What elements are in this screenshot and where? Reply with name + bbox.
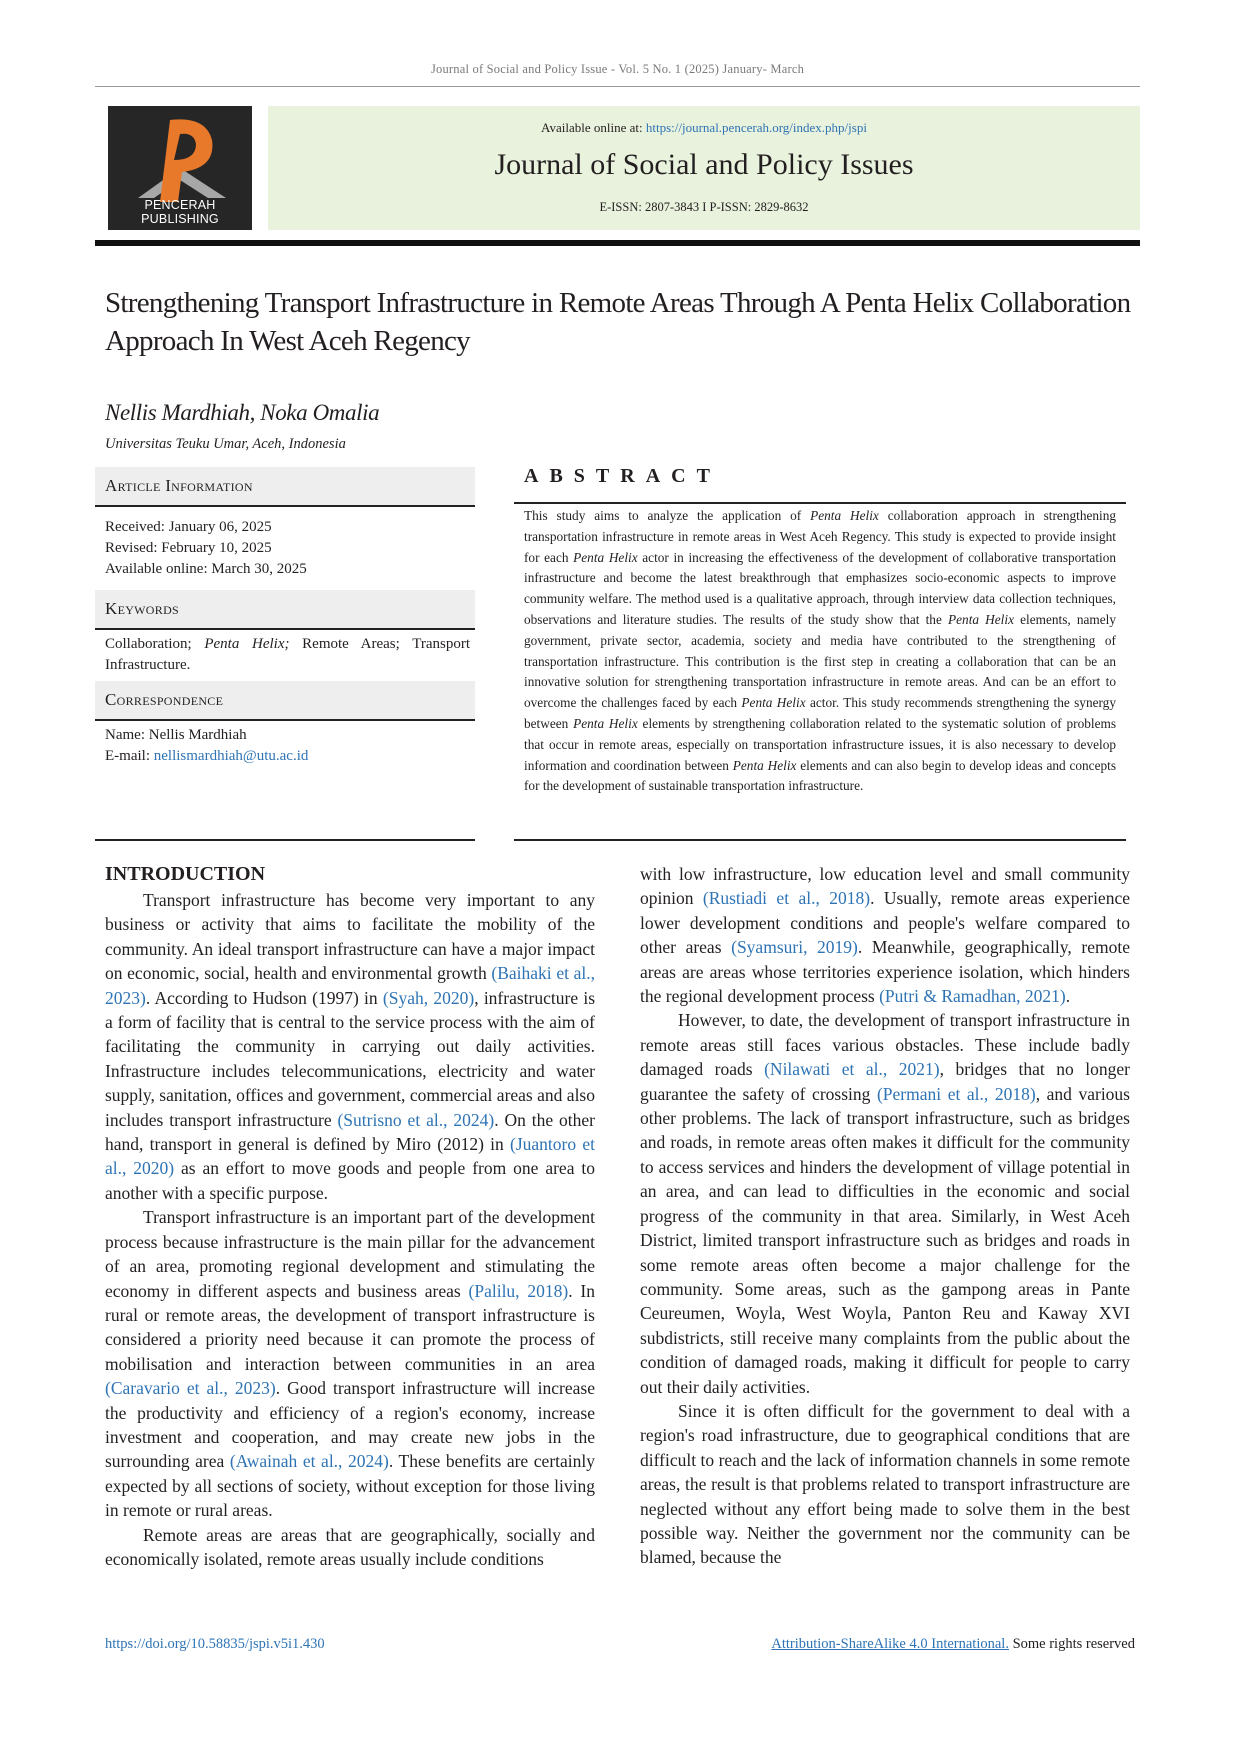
header-divider — [95, 86, 1140, 87]
email-label: E-mail: — [105, 748, 154, 764]
journal-url-link[interactable]: https://journal.pencerah.org/index.php/j… — [645, 120, 867, 135]
masthead-divider — [95, 240, 1140, 246]
intro-paragraph-5: Since it is often difficult for the gove… — [640, 1400, 1130, 1568]
abstract-heading: ABSTRACT — [524, 465, 721, 487]
correspondence-name: Name: Nellis Mardhiah — [105, 727, 247, 743]
correspondence-details: Name: Nellis Mardhiah E-mail: nellismard… — [105, 725, 470, 767]
available-label: Available online at: — [541, 120, 646, 135]
text-run: . In rural or remote areas, the developm… — [105, 1280, 595, 1374]
text-run: . Meanwhile, geographically, remote area… — [640, 937, 1130, 1007]
abstract-segment: elements, namely government, private sec… — [524, 611, 1117, 711]
abstract-top-rule — [514, 502, 1126, 504]
abstract-text: This study aims to analyze the applicati… — [524, 506, 1116, 797]
citation-link[interactable]: (Caravario et al., 2023) — [105, 1378, 276, 1399]
abstract-term: Penta Helix — [573, 549, 638, 565]
keyword-1: Collaboration; — [105, 636, 205, 652]
body-column-right: with low infrastructure, low education l… — [640, 862, 1130, 1570]
abstract-segment: actor. This study recommends strengtheni… — [524, 695, 1116, 731]
pencerah-logo-icon — [138, 119, 226, 202]
citation-link[interactable]: (Putri & Ramadhan, 2021) — [879, 986, 1066, 1007]
paper-title: Strengthening Transport Infrastructure i… — [105, 287, 1131, 357]
intro-paragraph-4: However, to date, the development of tra… — [640, 1008, 1130, 1399]
citation-link[interactable]: (Permani et al., 2018) — [876, 1083, 1036, 1104]
citation-link[interactable]: (Juantoro et al., 2020) — [105, 1134, 595, 1179]
text-run: with low infrastructure, low education l… — [640, 864, 1130, 909]
rights-text: Some rights reserved — [1008, 1636, 1135, 1652]
text-run: . Usually, remote areas experience lower… — [640, 888, 1130, 958]
text-run: Transport infrastructure is an important… — [105, 1207, 595, 1301]
citation-link[interactable]: (Baihaki et al., 2023) — [105, 963, 595, 1008]
abstract-segment: actor in increasing the effectiveness of… — [524, 549, 1117, 627]
citation-link[interactable]: (Syamsuri, 2019) — [731, 937, 858, 958]
abstract-term: Penta Helix — [732, 757, 797, 773]
abstract-term: Penta Helix — [810, 508, 879, 523]
correspondence-divider — [95, 719, 475, 721]
article-info-divider — [95, 505, 475, 507]
text-run: , infrastructure is a form of facility t… — [105, 987, 596, 1130]
text-run: . On the other hand, transport in genera… — [105, 1109, 595, 1155]
text-run: Transport infrastructure has become very… — [105, 890, 595, 984]
keywords-list: Collaboration; Penta Helix; Remote Areas… — [105, 634, 470, 676]
issn-line: E-ISSN: 2807-3843 I P-ISSN: 2829-8632 — [599, 200, 809, 214]
citation-link[interactable]: (Syah, 2020) — [382, 987, 475, 1008]
email-link[interactable]: nellismardhiah@utu.ac.id — [153, 748, 309, 764]
citation-link[interactable]: (Nilawati et al., 2021) — [764, 1059, 940, 1080]
revised-date: Revised: February 10, 2025 — [105, 540, 272, 556]
abstract-segment: elements by strengthening collaboration … — [524, 715, 1116, 773]
citation-link[interactable]: (Palilu, 2018) — [468, 1280, 569, 1301]
intro-paragraph-3: Remote areas are areas that are geograph… — [105, 1524, 595, 1569]
text-run: , and various other problems. The lack o… — [640, 1083, 1130, 1397]
article-info-heading: Article Information — [95, 467, 475, 505]
authors: Nellis Mardhiah, Noka Omalia — [105, 400, 380, 425]
intro-paragraph-1: Transport infrastructure has become very… — [105, 888, 595, 1205]
correspondence-email-line: E-mail: nellismardhiah@utu.ac.id — [105, 746, 470, 767]
correspondence-heading: Correspondence — [95, 681, 475, 719]
abstract-segment: collaboration approach in strengthening … — [524, 508, 1117, 565]
affiliation: Universitas Teuku Umar, Aceh, Indonesia — [105, 436, 346, 452]
text-run: , bridges that no longer guarantee the s… — [640, 1059, 1130, 1104]
introduction-heading: INTRODUCTION — [105, 863, 266, 885]
article-dates: Received: January 06, 2025 Revised: Febr… — [105, 517, 470, 580]
license-link[interactable]: Attribution-ShareAlike 4.0 International… — [771, 1636, 1009, 1652]
intro-paragraph-2: Transport infrastructure is an important… — [105, 1205, 595, 1522]
citation-link[interactable]: (Awainah et al., 2024) — [229, 1451, 389, 1472]
available-date: Available online: March 30, 2025 — [105, 561, 307, 577]
keyword-3: Remote Areas; Transport Infrastructure. — [105, 636, 471, 673]
info-column-bottom-rule — [95, 839, 475, 841]
received-date: Received: January 06, 2025 — [105, 519, 272, 535]
available-online-line: Available online at: https://journal.pen… — [268, 120, 1140, 136]
doi-link[interactable]: https://doi.org/10.58835/jspi.v5i1.430 — [105, 1636, 325, 1652]
text-run: as an effort to move goods and people fr… — [105, 1158, 595, 1203]
text-run: . These benefits are certainly expected … — [105, 1451, 595, 1521]
text-run: . — [1065, 986, 1071, 1007]
abstract-segment: This study aims to analyze the applicati… — [524, 508, 811, 523]
keywords-divider — [95, 628, 475, 630]
citation-link[interactable]: (Rustiadi et al., 2018) — [702, 888, 871, 909]
keywords-heading: Keywords — [95, 590, 475, 628]
text-run: However, to date, the development of tra… — [640, 1010, 1130, 1080]
journal-banner: Available online at: https://journal.pen… — [268, 106, 1140, 230]
journal-title: Journal of Social and Policy Issues — [494, 148, 914, 181]
abstract-term: Penta Helix — [741, 695, 806, 711]
logo-caption: PENCERAH PUBLISHING — [141, 198, 219, 226]
text-run: . Good transport infrastructure will inc… — [105, 1378, 595, 1472]
running-header: Journal of Social and Policy Issue - Vol… — [430, 62, 805, 76]
citation-link[interactable]: (Sutrisno et al., 2024) — [337, 1109, 495, 1130]
text-run: . According to Hudson (1997) in — [145, 987, 383, 1008]
abstract-term: Penta Helix — [948, 611, 1014, 627]
publisher-logo: PENCERAH PUBLISHING — [108, 106, 252, 230]
keyword-2: Penta Helix; — [204, 636, 290, 652]
abstract-bottom-rule — [514, 839, 1126, 841]
license-line: Attribution-ShareAlike 4.0 International… — [771, 1636, 1135, 1653]
intro-paragraph-3-cont: with low infrastructure, low education l… — [640, 862, 1130, 1008]
abstract-segment: elements and can also begin to develop i… — [524, 757, 1116, 794]
abstract-term: Penta Helix — [573, 715, 638, 731]
body-column-left: INTRODUCTION Transport infrastructure ha… — [105, 862, 595, 1571]
